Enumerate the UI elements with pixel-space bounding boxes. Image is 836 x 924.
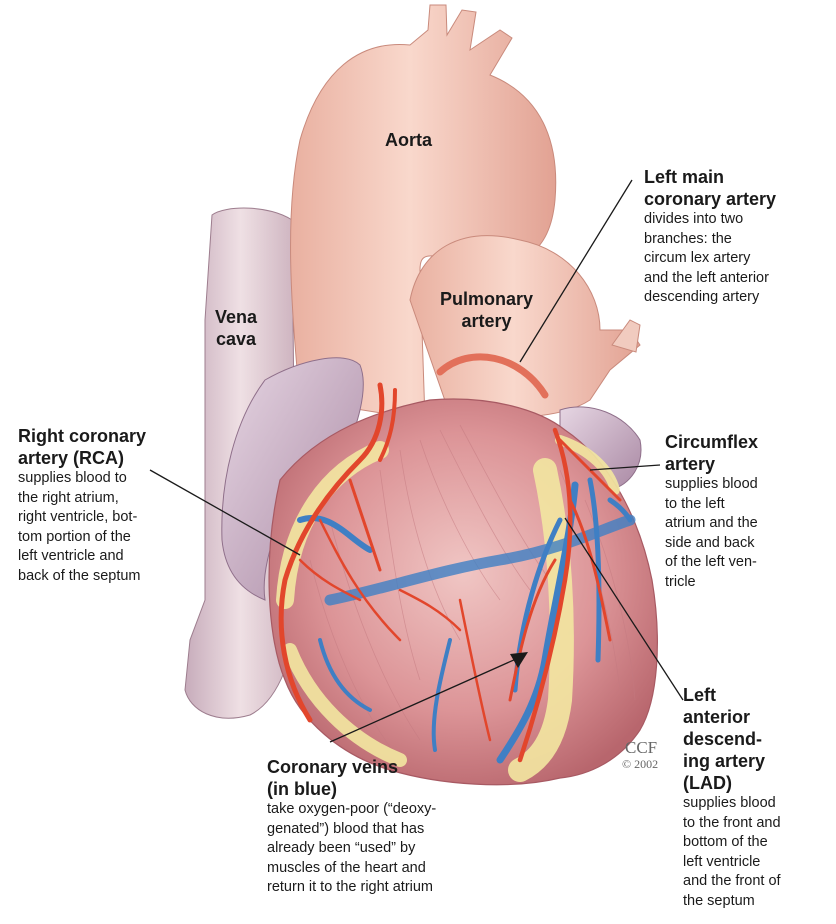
coronary-arteries (278, 382, 622, 763)
left-main-callout: Left main coronary artery divides into t… (644, 166, 776, 308)
lad-title: Left anterior descend- ing artery (LAD) (683, 685, 766, 793)
lad-callout: Left anterior descend- ing artery (LAD) … (683, 684, 781, 911)
rca-title: Right coronary artery (RCA) (18, 426, 147, 468)
ccf-credit-mark: CCF (625, 738, 658, 757)
coronary-veins-text: take oxygen-poor (“deoxy- genated”) bloo… (267, 801, 437, 895)
left-main-title: Left main coronary artery (644, 167, 777, 209)
vena-cava-label: Vena cava (215, 307, 258, 349)
lad-text: supplies blood to the front and bottom o… (683, 795, 781, 909)
circumflex-callout: Circumflex artery supplies blood to the … (665, 431, 758, 592)
rca-callout: Right coronary artery (RCA) supplies blo… (18, 425, 146, 586)
coronary-veins-callout: Coronary veins (in blue) take oxygen-poo… (267, 756, 436, 898)
pulmonary-artery-label: Pulmonary artery (440, 289, 534, 331)
circumflex-title: Circumflex artery (665, 432, 759, 474)
coronary-veins-title: Coronary veins (in blue) (267, 757, 399, 799)
leader-lines (149, 179, 684, 743)
left-main-text: divides into two branches: the circum le… (644, 211, 769, 305)
aorta-label: Aorta (385, 130, 433, 150)
rca-text: supplies blood to the right atrium, righ… (18, 470, 141, 584)
circumflex-text: supplies blood to the left atrium and th… (665, 476, 758, 590)
ccf-credit-year: © 2002 (622, 757, 659, 771)
